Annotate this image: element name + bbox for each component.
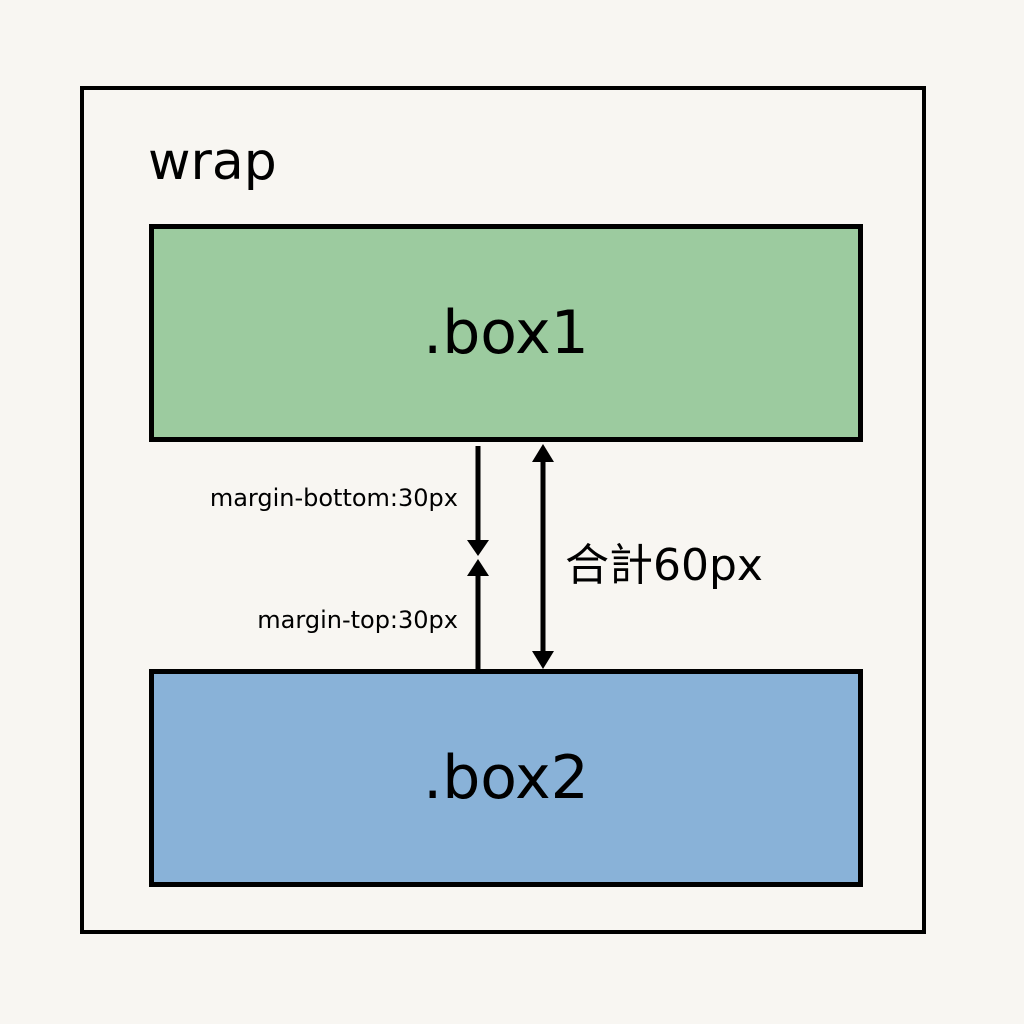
wrap-label: wrap bbox=[148, 132, 277, 192]
margin-top-arrowhead bbox=[467, 559, 489, 576]
total-margin-label: 合計60px bbox=[565, 540, 763, 591]
box2-label: .box2 bbox=[423, 743, 589, 813]
margin-bottom-arrowhead bbox=[467, 540, 489, 556]
box2: .box2 bbox=[149, 669, 863, 887]
box1: .box1 bbox=[149, 224, 863, 442]
box1-label: .box1 bbox=[423, 298, 589, 368]
total-arrowhead-top bbox=[532, 444, 554, 462]
total-arrowhead-bottom bbox=[532, 651, 554, 669]
margin-bottom-label: margin-bottom:30px bbox=[209, 484, 458, 512]
margin-top-label: margin-top:30px bbox=[257, 606, 458, 634]
